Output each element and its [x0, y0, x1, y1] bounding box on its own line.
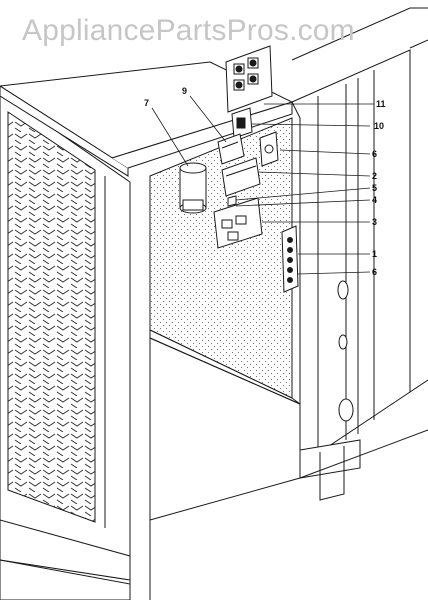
callout-5: 5	[372, 183, 378, 193]
callout-4: 4	[372, 195, 378, 205]
callout-2: 2	[372, 171, 378, 181]
callout-7: 7	[144, 98, 150, 108]
left-coil-louver-panel	[0, 91, 131, 601]
relay-part-10	[231, 107, 253, 139]
leader-lines	[151, 95, 374, 275]
fuse-holder-part-5	[227, 131, 279, 207]
callout-1: 1	[372, 249, 378, 259]
terminal-strip-part-1	[281, 225, 299, 293]
relay-part-3	[213, 197, 263, 249]
callout-6-lower: 6	[372, 267, 378, 277]
watermark-text: AppliancePartsPros.com	[22, 14, 355, 47]
terminal-board	[225, 45, 273, 113]
callout-6-upper: 6	[372, 149, 378, 159]
transformer-part-9	[217, 133, 245, 165]
callout-3: 3	[372, 217, 378, 227]
callout-9: 9	[182, 86, 188, 96]
callout-11: 11	[376, 99, 386, 109]
capacitor-part-7	[179, 162, 207, 214]
callout-10: 10	[374, 121, 385, 131]
contactor-part-2	[221, 157, 261, 197]
